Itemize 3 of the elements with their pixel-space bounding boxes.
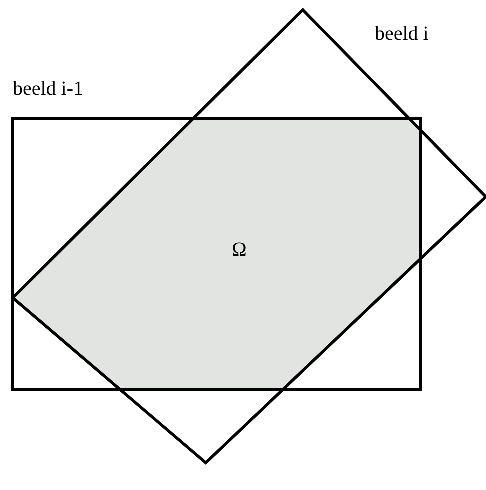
- frame-label: beeld i-1: [13, 79, 84, 99]
- omega-symbol: Ω: [232, 240, 247, 260]
- frame-label: beeld i: [375, 24, 429, 44]
